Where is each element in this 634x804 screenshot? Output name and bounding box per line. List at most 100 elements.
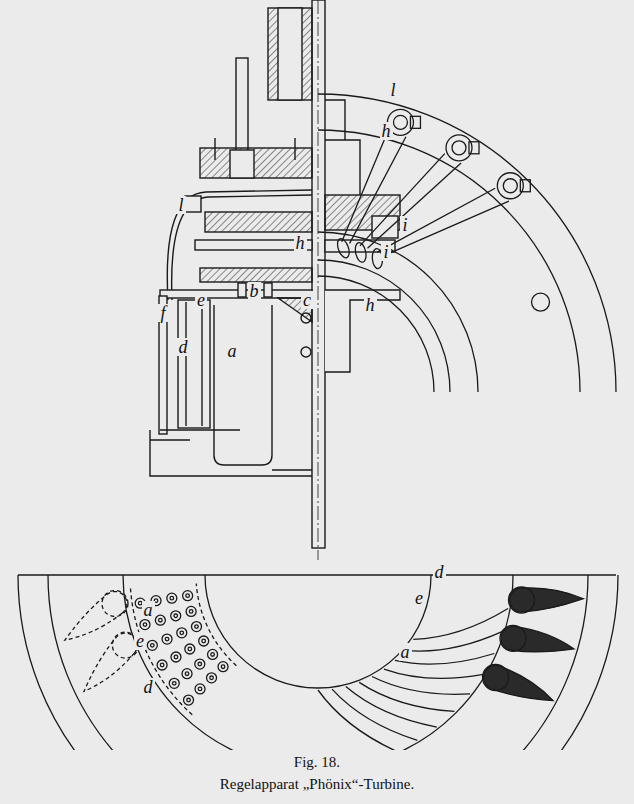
flange [325, 290, 400, 372]
ring-arc [205, 575, 431, 688]
guide-vane [346, 687, 437, 728]
bolt-hole [157, 660, 167, 670]
ring-arc [18, 575, 618, 750]
part-letter: h [294, 234, 307, 252]
spindle-bearing [230, 150, 254, 178]
shaft [312, 0, 325, 548]
part-letter: i [381, 243, 390, 261]
ring [205, 212, 312, 232]
ring-arc [123, 575, 513, 750]
bolt-core [154, 599, 158, 603]
bolt-hole [162, 634, 172, 644]
bolt-core [198, 662, 202, 666]
bolt-hole [184, 695, 194, 705]
bolt-core [210, 676, 214, 680]
figure-caption: Regelapparat „Phönix“-Turbine. [220, 776, 414, 793]
part-letter: e [134, 632, 146, 650]
pin-eye [497, 173, 523, 199]
plan-view [18, 575, 618, 750]
bolt-hole [155, 615, 165, 625]
pin-eye [503, 179, 517, 193]
casing [150, 430, 312, 476]
plate [160, 290, 312, 298]
guide-vane [405, 631, 503, 651]
bolt-hole [169, 678, 179, 688]
pin-eye [532, 293, 550, 311]
guide-vane [384, 669, 483, 678]
pivot-circle [102, 591, 128, 617]
part-letter: f [158, 304, 167, 322]
pin-eye [393, 115, 407, 129]
bolt-hole [208, 649, 218, 659]
guide-vane [318, 690, 397, 750]
bolt-hole [199, 636, 209, 646]
part-letter: a [142, 601, 155, 619]
bolt-core [151, 644, 155, 648]
ring-arc [318, 260, 450, 392]
figure-number: Fig. 18. [294, 754, 340, 771]
clamp [520, 180, 530, 192]
bolt-core [221, 665, 225, 669]
bolt-core [160, 663, 164, 667]
bolt-core [187, 698, 191, 702]
cover-curve [172, 195, 312, 300]
lever-arm [377, 188, 495, 252]
pin-eye [452, 141, 466, 155]
bolt-core [186, 594, 190, 598]
bolt-hole [182, 669, 192, 679]
vane-blade-hidden [76, 628, 142, 700]
vane [214, 305, 272, 465]
part-letter: e [195, 291, 207, 309]
bolt-hole [195, 659, 205, 669]
hub-flange [325, 100, 360, 195]
clamp [410, 116, 420, 128]
bolt-hole [191, 622, 201, 632]
bolt-core [189, 610, 193, 614]
bolt-core [143, 623, 147, 627]
bolt-core [202, 639, 206, 643]
part-letter: a [226, 342, 239, 360]
part-letter: a [399, 643, 412, 661]
bolt-core [188, 647, 192, 651]
center-line [18, 574, 616, 575]
clamp [469, 142, 479, 154]
lever-arm [342, 131, 388, 242]
pivot-circle [500, 625, 526, 651]
bolt [214, 138, 215, 160]
bolt-hole [171, 611, 181, 621]
bolt [185, 302, 186, 426]
bolt-core [185, 672, 189, 676]
vane-blade-hidden [59, 587, 132, 651]
bolt [294, 138, 295, 160]
part-letter: b [248, 282, 261, 300]
slot [354, 242, 368, 264]
bolt-core [211, 653, 215, 657]
vane-blade [509, 585, 584, 613]
part-letter: d [142, 678, 155, 696]
part-letter: e [413, 589, 425, 607]
slot [335, 237, 351, 259]
ring-arc [48, 575, 588, 750]
bolt-hole [301, 313, 311, 323]
bolt-core [195, 625, 199, 629]
bolt-core [172, 682, 176, 686]
guide-vane [332, 689, 417, 740]
bolt-hole [177, 628, 187, 638]
part-letter: c [301, 291, 313, 309]
part-letter: d [177, 338, 190, 356]
bolt [238, 283, 246, 297]
ring-arc [318, 130, 580, 392]
hub-bore [278, 8, 302, 100]
center-line [318, 0, 319, 560]
bolt-core [159, 618, 163, 622]
bolt-hole [301, 347, 311, 357]
bolt-hole [140, 620, 150, 630]
ring [200, 268, 312, 282]
ring-arc [318, 276, 434, 392]
bolt [201, 302, 202, 426]
end-view [318, 94, 616, 392]
pivot-circle [483, 665, 509, 691]
bolt-hole [186, 606, 196, 616]
bolt-hole [218, 662, 228, 672]
